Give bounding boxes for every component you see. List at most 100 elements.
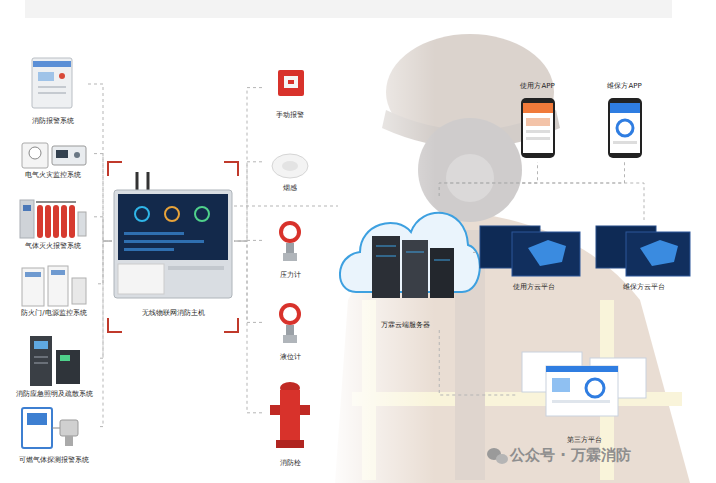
gas-detector-icon: [60, 420, 78, 436]
node-label: 维保方APP: [606, 82, 642, 91]
node-label: 气体灭火报警系统: [24, 242, 82, 251]
system-box: 电气火灾监控系统: [12, 136, 94, 180]
manual-alarm-icon: [288, 80, 294, 84]
node-label: 无线物联网消防主机: [141, 309, 206, 318]
phone-icon: [610, 103, 640, 153]
top-bar: [25, 0, 672, 18]
server-box: 万霖云端服务器: [338, 196, 473, 330]
wechat-icon: [496, 454, 508, 464]
dashed-connector: [100, 241, 112, 427]
electric-monitor-icon: [74, 152, 80, 158]
phone-icon: [610, 103, 640, 113]
alarm-panel-icon: [38, 86, 66, 88]
alarm-panel-icon: [38, 72, 54, 81]
smoke-detector-icon: [272, 154, 308, 178]
third-party-screen: [552, 400, 610, 403]
pressure-gauge-icon: [279, 221, 301, 243]
fog: [325, 30, 435, 483]
system-box: 消防报警系统: [18, 56, 88, 126]
node-label: 手动报警: [275, 111, 305, 120]
dashed-connector: [234, 206, 338, 207]
gas-detector-icon: [22, 408, 52, 448]
host-device: [118, 194, 228, 260]
fire-door-icon: [51, 270, 65, 275]
alarm-panel-icon: [32, 58, 72, 108]
host-device: [124, 240, 204, 243]
host-device: [124, 248, 174, 251]
app-box: 维保方APP: [592, 82, 657, 162]
level-gauge-icon: [286, 325, 294, 335]
top-bar: [25, 0, 672, 18]
node-label: 电气火灾监控系统: [24, 171, 82, 180]
node-label: 烟感: [282, 184, 298, 193]
electric-monitor-icon: [56, 150, 68, 158]
node-label: 维保方云平台: [622, 283, 666, 292]
dashed-connector: [439, 330, 518, 395]
level-gauge-icon: [283, 335, 297, 343]
node-label: 防火门/电源监控系统: [20, 309, 87, 318]
fire-door-icon: [22, 266, 86, 306]
dashed-connector: [234, 241, 262, 322]
hydrant-icon: [280, 390, 300, 440]
node-label: 消防应急照明及疏散系统: [15, 390, 94, 399]
node-label: 消防报警系统: [31, 117, 75, 126]
dashed-connector: [98, 241, 112, 284]
emergency-light-icon: [34, 356, 48, 358]
electric-monitor-icon: [22, 143, 86, 168]
phone-icon: [617, 120, 633, 136]
phone-icon: [613, 141, 637, 144]
system-box: 消防应急照明及疏散系统: [8, 331, 100, 399]
smoke-detector-icon: [282, 161, 298, 171]
gas-extinguish-icon: [23, 205, 31, 211]
cloud-server: [434, 260, 450, 261]
cloud-server: [376, 246, 396, 247]
gas-extinguish-icon: [69, 205, 75, 238]
node-label: 压力计: [279, 271, 302, 280]
sensor-box: 手动报警: [262, 66, 318, 120]
emergency-light-icon: [34, 341, 48, 349]
dashed-connector: [234, 162, 262, 241]
sensor-box: 压力计: [262, 214, 318, 280]
third-party-screen: [546, 366, 618, 416]
hydrant-icon: [300, 405, 310, 415]
electric-monitor-icon: [52, 146, 86, 165]
host-device: [118, 264, 164, 294]
platform-screen: [626, 232, 690, 276]
phone-icon: [523, 103, 553, 113]
wechat-icon: [487, 448, 508, 464]
hydrant-icon: [270, 405, 280, 415]
phone-icon: [521, 98, 555, 158]
hydrant-icon: [270, 382, 310, 448]
sensor-box: 液位计: [262, 296, 318, 362]
emergency-light-icon: [30, 336, 80, 386]
corner-bracket: [108, 162, 122, 176]
corner-bracket: [108, 162, 238, 332]
platform-box: 使用方云平台: [478, 220, 590, 292]
emergency-light-icon: [56, 350, 80, 384]
pressure-gauge-icon: [279, 221, 301, 261]
cloud-server: [372, 236, 400, 298]
cloud-server: [340, 213, 480, 298]
phone-icon: [608, 98, 642, 158]
sensor-box: 消防栓: [262, 376, 318, 468]
level-gauge-icon: [279, 303, 301, 343]
sensor-box: 烟感: [262, 141, 318, 193]
platform-box: 第三方平台: [518, 345, 650, 445]
node-label: 可燃气体探测报警系统: [18, 456, 90, 465]
platform-screen: [512, 232, 580, 276]
platform-box: 维保方云平台: [594, 220, 694, 292]
node-label: 液位计: [279, 353, 302, 362]
cloud-server: [402, 240, 428, 298]
hydrant-icon: [276, 440, 304, 448]
system-box: 气体灭火报警系统: [12, 194, 94, 251]
dashed-connector: [473, 252, 478, 253]
dashed-connector: [439, 162, 624, 196]
platform-screen: [480, 226, 690, 276]
phone-icon: [526, 130, 550, 133]
fire-door-icon: [22, 268, 44, 306]
manual-alarm-icon: [278, 70, 304, 96]
corner-bracket: [108, 318, 122, 332]
cloud-server: [376, 256, 396, 257]
node-label: 使用方云平台: [512, 283, 556, 292]
third-party-screen: [546, 366, 618, 372]
